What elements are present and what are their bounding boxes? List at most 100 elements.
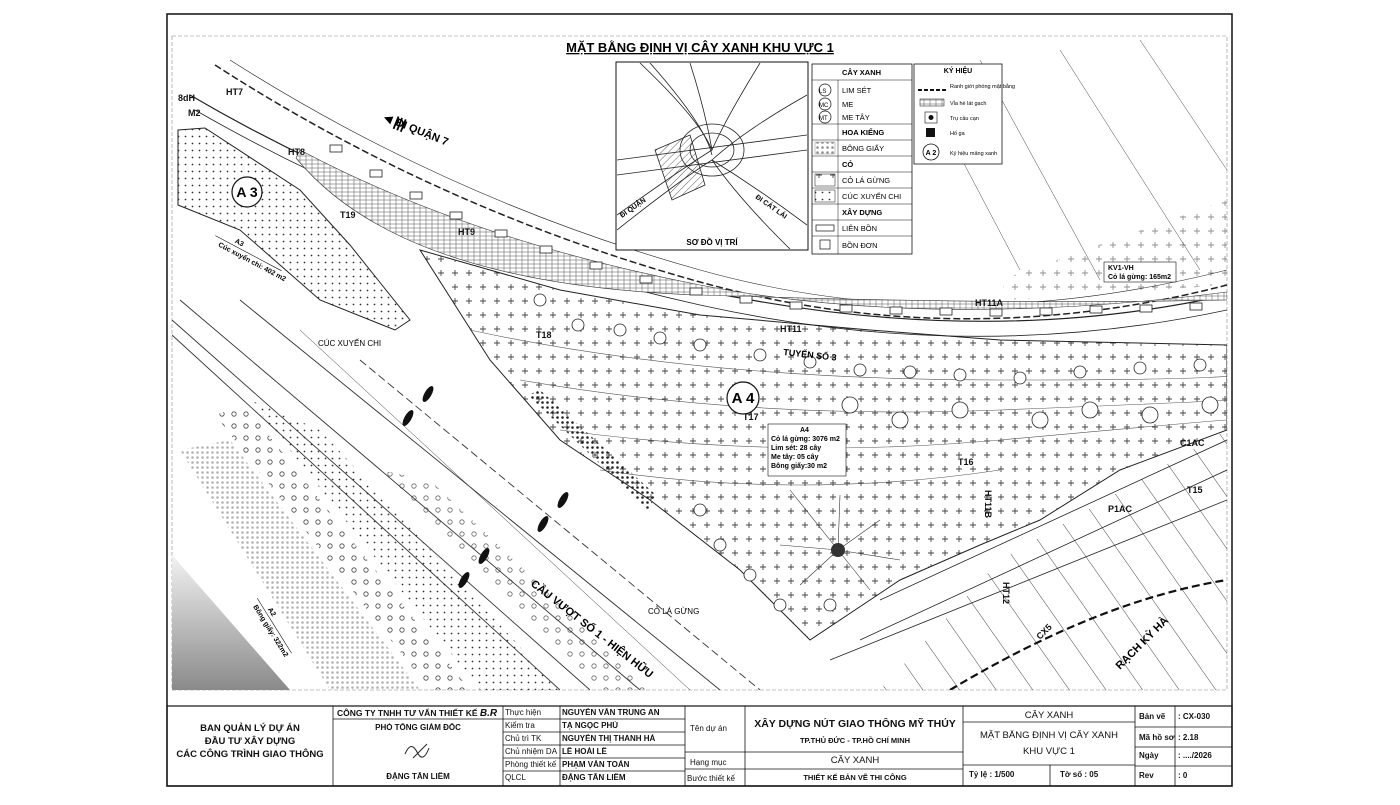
sheet-title-1: MẶT BẰNG ĐỊNH VỊ CÂY XANH — [980, 730, 1118, 741]
legend-sample-tag: A 2 — [926, 150, 937, 157]
cuc-xuyen-chi-label: CÚC XUYẾN CHI — [318, 338, 381, 348]
legend-item: BỒN ĐƠN — [842, 240, 878, 250]
tag-text: HT11 — [780, 324, 802, 334]
a2-circles-zone — [215, 405, 470, 690]
legend-header: HOA KIỂNG — [842, 128, 884, 137]
tag-text: T15 — [1187, 485, 1203, 495]
bon-don-swatch — [819, 239, 831, 250]
tags-group: HT7 HT8 HT9 HT11 HT11A HT11B HT12 T15 T1… — [178, 87, 1205, 641]
pier-marks — [402, 386, 569, 588]
project-name: XÂY DỰNG NÚT GIAO THÔNG MỸ THỦY — [754, 718, 956, 730]
rach-ky-ha-zone — [880, 430, 1227, 690]
legend-symbols: KÝ HIỆU Ranh giới phóng mặt bằng Vỉa hè … — [913, 63, 1015, 165]
role-name: PHẠM VĂN TOẢN — [562, 760, 630, 769]
planters-row — [329, 144, 1203, 317]
role-label: Chủ nhiệm DA — [505, 747, 558, 756]
deputy-name: ĐẶNG TẤN LIÊM — [386, 772, 450, 781]
stage-label: Bước thiết kế — [687, 774, 735, 783]
ngay-value: : ..../2026 — [1178, 751, 1212, 760]
rev-label: Rev — [1139, 771, 1154, 780]
legend-item: ME — [842, 100, 853, 109]
paver-swatch — [919, 98, 945, 107]
role-label: Phòng thiết kế — [505, 760, 557, 769]
legend-trees: CÂY XANH LS LIM SÉT MC ME MT ME TÂY HOA … — [811, 63, 913, 255]
kv1-note: KV1-VH Cỏ lá gừng: 165m2 — [1103, 261, 1177, 283]
legend-item: BÔNG GIẤY — [842, 143, 884, 153]
legend-symbols-header: KÝ HIỆU — [944, 66, 972, 75]
sheet-no: Tờ số : 05 — [1060, 770, 1099, 779]
legend-item: CỎ LÁ GỪNG — [842, 176, 890, 185]
ma-ho-so-label: Mã hồ sơ — [1139, 733, 1175, 742]
co-la-gung-label: CỎ LÁ GỪNG — [648, 607, 699, 616]
company-name: CÔNG TY TNHH TƯ VẤN THIẾT KẾ B.R — [337, 708, 503, 719]
deputy-signature — [399, 736, 439, 764]
legend-symbol: MT — [819, 116, 828, 122]
a4-note-line: Me tây: 05 cây — [771, 454, 819, 461]
tag-text: T18 — [536, 330, 552, 340]
dark-strip — [528, 390, 656, 510]
lien-bon-swatch — [815, 224, 835, 232]
project-location: TP.THỦ ĐỨC - TP.HỒ CHÍ MINH — [799, 736, 911, 745]
owner-block: BAN QUẢN LÝ DỰ ÁN ĐẦU TƯ XÂY DỰNG CÁC CÔ… — [167, 722, 333, 761]
a3-label: A 3 — [236, 184, 257, 200]
owner-line: BAN QUẢN LÝ DỰ ÁN — [200, 723, 300, 734]
a4-note-line: Lim sét: 28 cây — [771, 445, 821, 452]
tag-text: HT9 — [458, 227, 475, 237]
ban-ve-value: : CX-030 — [1178, 712, 1211, 721]
item-value: CÂY XANH — [830, 755, 880, 766]
tree-symbols — [533, 293, 1219, 612]
title-block: BAN QUẢN LÝ DỰ ÁN ĐẦU TƯ XÂY DỰNG CÁC CÔ… — [167, 706, 1232, 786]
a3-zone — [177, 127, 411, 331]
role-name: NGUYỄN THỊ THANH HÀ — [562, 734, 656, 743]
zone-tag-swatch — [922, 143, 940, 161]
manhole-swatch — [926, 128, 935, 137]
location-inset: SƠ ĐỒ VỊ TRÍ ĐI QUẬN ĐI CÁT LÁI — [615, 61, 809, 251]
tag-text: HT8 — [288, 147, 305, 157]
a4-note-line: A4 — [800, 427, 809, 434]
tag-text: HT12 — [1001, 582, 1011, 604]
a4-label: A 4 — [732, 390, 755, 407]
legend-symbol: LS — [819, 89, 826, 95]
legend-item: CÚC XUYẾN CHI — [842, 191, 901, 201]
legend-header: CÂY XANH — [842, 68, 881, 77]
deputy-title: PHÓ TỔNG GIÁM ĐỐC — [375, 723, 461, 732]
bong-giay-strip — [180, 440, 420, 690]
me-icon — [818, 97, 832, 111]
inset-caption: SƠ ĐỒ VỊ TRÍ — [686, 237, 738, 247]
ma-ho-so-value: : 2.18 — [1178, 733, 1199, 742]
tag-text: HT7 — [226, 87, 243, 97]
plan-area: HT7 HT8 HT9 HT11 HT11A HT11B HT12 T15 T1… — [172, 39, 1227, 690]
a4-note: A4 Cỏ lá gừng: 3076 m2 Lim sét: 28 cây M… — [767, 423, 847, 477]
role-name: TẠ NGỌC PHÚ — [562, 721, 618, 730]
tag-text: T19 — [340, 210, 356, 220]
road-lines-south — [172, 299, 761, 690]
legend-symbol-item: Trụ cầu cạn — [950, 116, 979, 122]
role-label: Chủ trì TK — [505, 734, 542, 743]
role-name: LÊ HOÀI LÊ — [562, 747, 607, 756]
tag-text: P1AC — [1108, 504, 1133, 514]
legend-header: CỎ — [842, 160, 853, 169]
tag-text: C1AC — [1180, 438, 1205, 448]
sidewalk-band — [295, 149, 1227, 310]
owner-line: CÁC CÔNG TRÌNH GIAO THÔNG — [176, 749, 324, 760]
role-label: Kiểm tra — [505, 721, 535, 730]
tag-text: T16 — [958, 457, 974, 467]
east-road-lines — [829, 439, 1227, 661]
kv1-note-area: Cỏ lá gừng: 165m2 — [1108, 274, 1171, 281]
legend-item: LIM SÉT — [842, 86, 872, 95]
tag-text: HT11B — [983, 490, 993, 519]
bong-giay-swatch — [814, 141, 836, 155]
tag-text: T17 — [743, 412, 759, 422]
legend-item: ME TÂY — [842, 113, 870, 122]
tag-text: HT11A — [975, 298, 1004, 308]
legend-symbol: MC — [819, 103, 829, 109]
a2-circles-zone-2 — [380, 470, 650, 690]
company-text: CÔNG TY TNHH TƯ VẤN THIẾT KẾ — [337, 708, 478, 718]
owner-line: ĐẦU TƯ XÂY DỰNG — [204, 736, 296, 747]
legend-symbol-item: Ranh giới phóng mặt bằng — [950, 83, 1015, 90]
drawing-title: MẶT BẰNG ĐỊNH VỊ CÂY XANH KHU VỰC 1 — [566, 40, 834, 55]
water-area — [172, 555, 290, 690]
titleblock-grid — [166, 705, 1233, 787]
rev-value: : 0 — [1178, 771, 1188, 780]
